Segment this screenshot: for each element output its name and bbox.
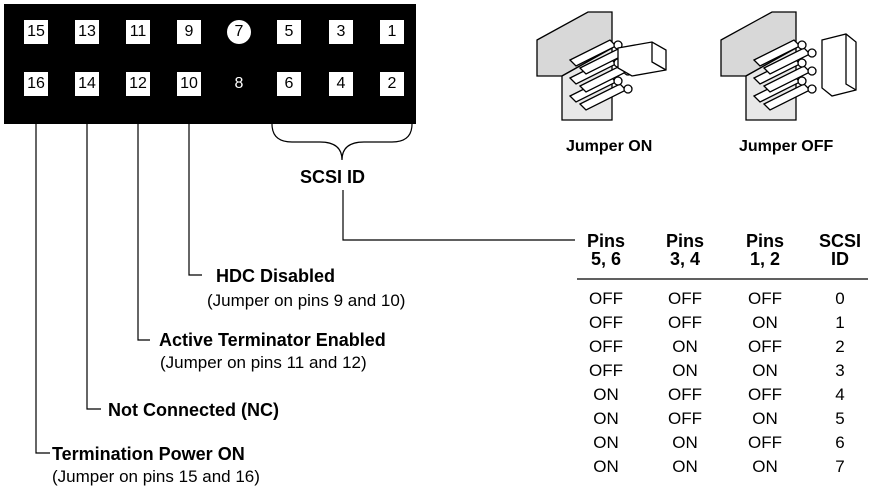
not-connected-label: Not Connected (NC) (108, 400, 279, 420)
header-pins-5-6-line2: 5, 6 (590, 249, 622, 269)
pin-8: 8 (234, 75, 244, 92)
jumper-on-illustration (536, 11, 667, 121)
jumper-off-illustration (720, 11, 857, 121)
pin-5: 5 (277, 20, 301, 44)
pin-2: 2 (380, 72, 404, 96)
hdc-disabled-label: HDC Disabled (216, 266, 336, 286)
table-cell: 0 (835, 289, 845, 308)
pin-12: 12 (126, 72, 150, 96)
pin-16: 16 (24, 72, 48, 96)
table-cell: ON (593, 385, 619, 404)
termination-power-label: Termination Power ON (52, 444, 245, 464)
header-scsi-id-line1: SCSI (818, 231, 861, 251)
not-connected-leader (86, 124, 101, 410)
table-cell: ON (752, 313, 778, 332)
pin-11: 11 (126, 20, 150, 44)
pin-10: 10 (177, 72, 201, 96)
scsi-id-label: SCSI ID (300, 167, 366, 187)
table-cell: ON (752, 457, 778, 476)
header-pins-1-2-line2: 1, 2 (749, 249, 781, 269)
pin-13: 13 (75, 20, 99, 44)
pin-15: 15 (24, 20, 48, 44)
header-pins-3-4-line1: Pins (665, 231, 704, 251)
jumper-on-label: Jumper ON (566, 138, 653, 155)
pin-3: 3 (329, 20, 353, 44)
pin-9: 9 (177, 20, 201, 44)
table-cell: 2 (835, 337, 845, 356)
jumper-off-label: Jumper OFF (739, 138, 834, 155)
scsi-id-leader (342, 190, 575, 241)
table-cell: 1 (835, 313, 845, 332)
termination-power-leader (35, 124, 50, 454)
active-terminator-note: (Jumper on pins 11 and 12) (160, 353, 367, 372)
header-pins-5-6-line1: Pins (586, 231, 625, 251)
table-cell: ON (672, 337, 698, 356)
pin-14: 14 (75, 72, 99, 96)
table-cell: OFF (668, 289, 702, 308)
pin-7-jumpered: 7 (227, 20, 251, 44)
active-terminator-label: Active Terminator Enabled (159, 330, 386, 350)
table-cell: ON (672, 457, 698, 476)
table-cell: OFF (589, 337, 623, 356)
active-terminator-leader (137, 124, 150, 341)
header-scsi-id-line2: ID (831, 249, 849, 269)
table-cell: OFF (589, 289, 623, 308)
table-cell: ON (593, 409, 619, 428)
table-cell: OFF (748, 385, 782, 404)
pin-6: 6 (277, 72, 301, 96)
table-cell: ON (593, 457, 619, 476)
termination-power-note: (Jumper on pins 15 and 16) (52, 467, 260, 486)
table-cell: OFF (668, 385, 702, 404)
table-cell: OFF (668, 313, 702, 332)
table-cell: ON (672, 361, 698, 380)
table-cell: 6 (835, 433, 845, 452)
table-cell: 5 (835, 409, 845, 428)
table-cell: ON (752, 409, 778, 428)
pin-header-block: 15 13 11 9 7 5 3 1 16 14 12 10 8 6 4 2 (4, 4, 416, 124)
hdc-disabled-note: (Jumper on pins 9 and 10) (207, 291, 406, 310)
table-cell: ON (593, 433, 619, 452)
pin-1: 1 (380, 20, 404, 44)
table-cell: OFF (589, 313, 623, 332)
table-cell: OFF (748, 289, 782, 308)
header-pins-3-4-line2: 3, 4 (669, 249, 701, 269)
table-cell: OFF (589, 361, 623, 380)
table-cell: ON (672, 433, 698, 452)
table-cell: OFF (668, 409, 702, 428)
table-cell: OFF (748, 337, 782, 356)
scsi-id-brace (271, 123, 413, 161)
table-cell: 3 (835, 361, 845, 380)
header-pins-1-2-line1: Pins (745, 231, 784, 251)
table-cell: 7 (835, 457, 845, 476)
pin-4: 4 (329, 72, 353, 96)
table-cell: OFF (748, 433, 782, 452)
hdc-disabled-leader (188, 124, 202, 276)
table-cell: 4 (835, 385, 845, 404)
table-cell: ON (752, 361, 778, 380)
